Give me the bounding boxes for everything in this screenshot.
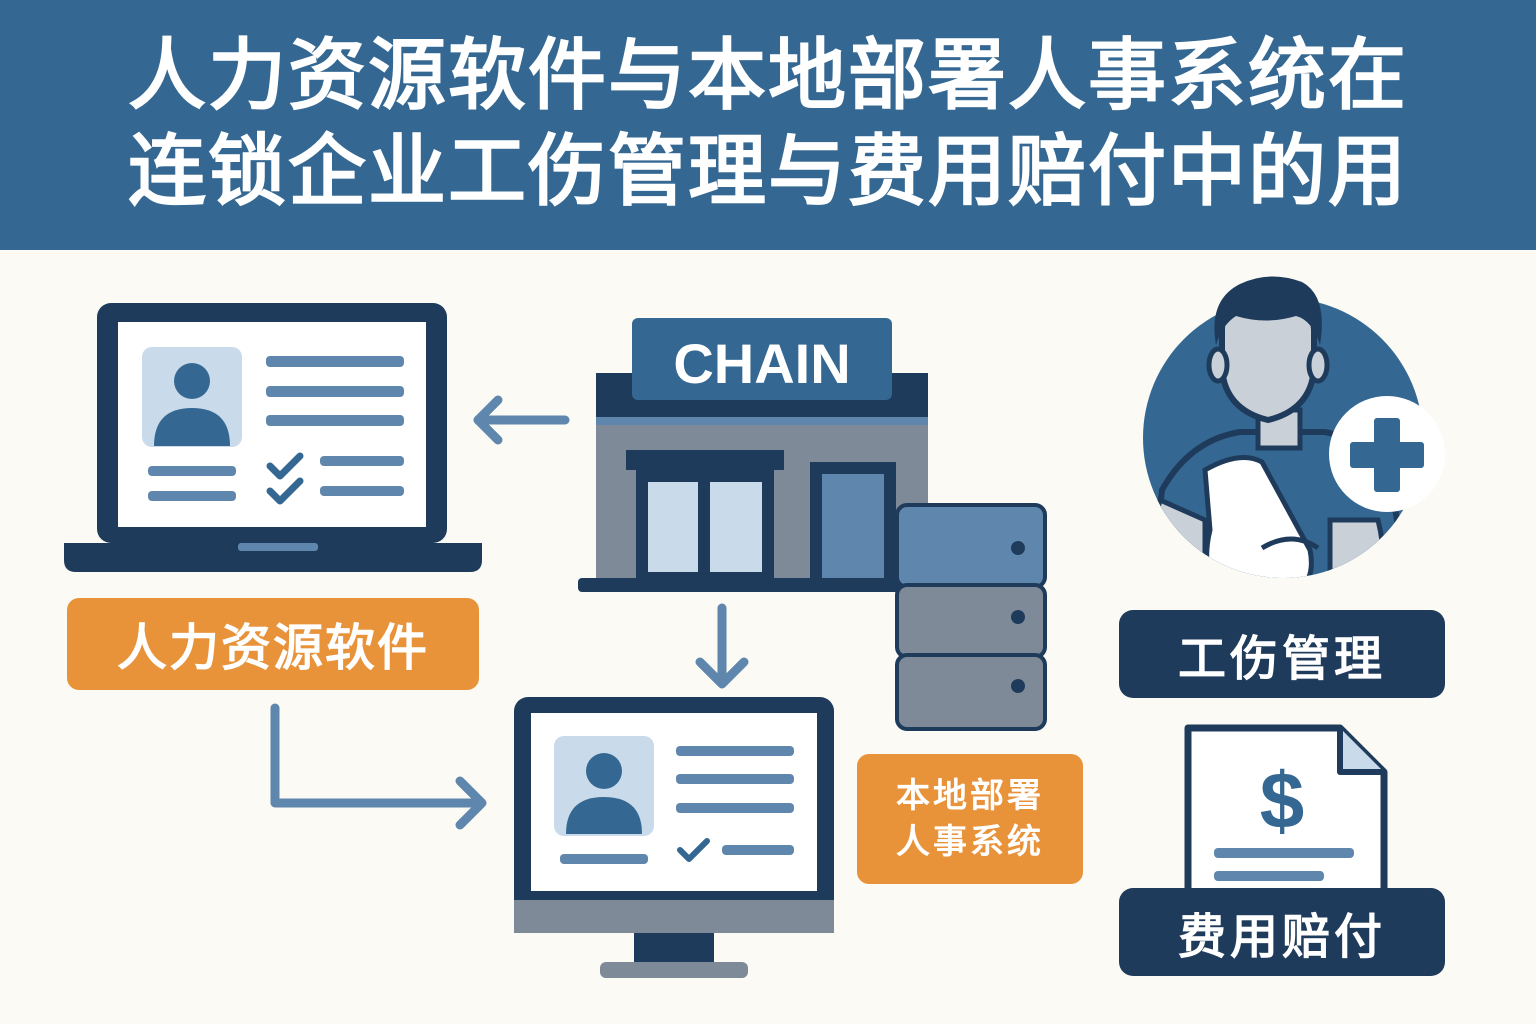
desktop-monitor-icon [514,697,834,978]
checkmark-icon [266,452,304,480]
store-sign-text: CHAIN [673,332,850,395]
checkmark-icon [677,838,710,862]
arrow-to-laptop-icon [473,395,570,445]
expense-payment-label: 费用赔付 [1119,888,1445,976]
page-title: 人力资源软件与本地部署人事系统在 连锁企业工伤管理与费用赔付中的用 [0,28,1536,220]
title-line-1: 人力资源软件与本地部署人事系统在 [127,31,1408,121]
injury-management-label: 工伤管理 [1119,610,1445,698]
arrow-hr-to-desktop-icon [270,703,487,830]
medical-plus-icon [1329,396,1445,512]
title-line-2: 连锁企业工伤管理与费用赔付中的用 [127,127,1408,217]
store-icon: CHAIN [578,318,938,592]
local-hr-label-line-2: 人事系统 [896,822,1044,862]
invoice-document-icon: $ [1184,724,1388,902]
local-hr-system-label: 本地部署 人事系统 [857,754,1083,884]
title-banner: 人力资源软件与本地部署人事系统在 连锁企业工伤管理与费用赔付中的用 [0,0,1536,250]
arrow-to-desktop-icon [695,603,749,689]
local-hr-label-line-1: 本地部署 [896,776,1044,816]
checkmark-icon [266,477,304,505]
dollar-icon: $ [1260,756,1305,845]
hr-software-label: 人力资源软件 [67,598,479,690]
server-icon [895,503,1047,731]
laptop-icon [64,303,482,572]
